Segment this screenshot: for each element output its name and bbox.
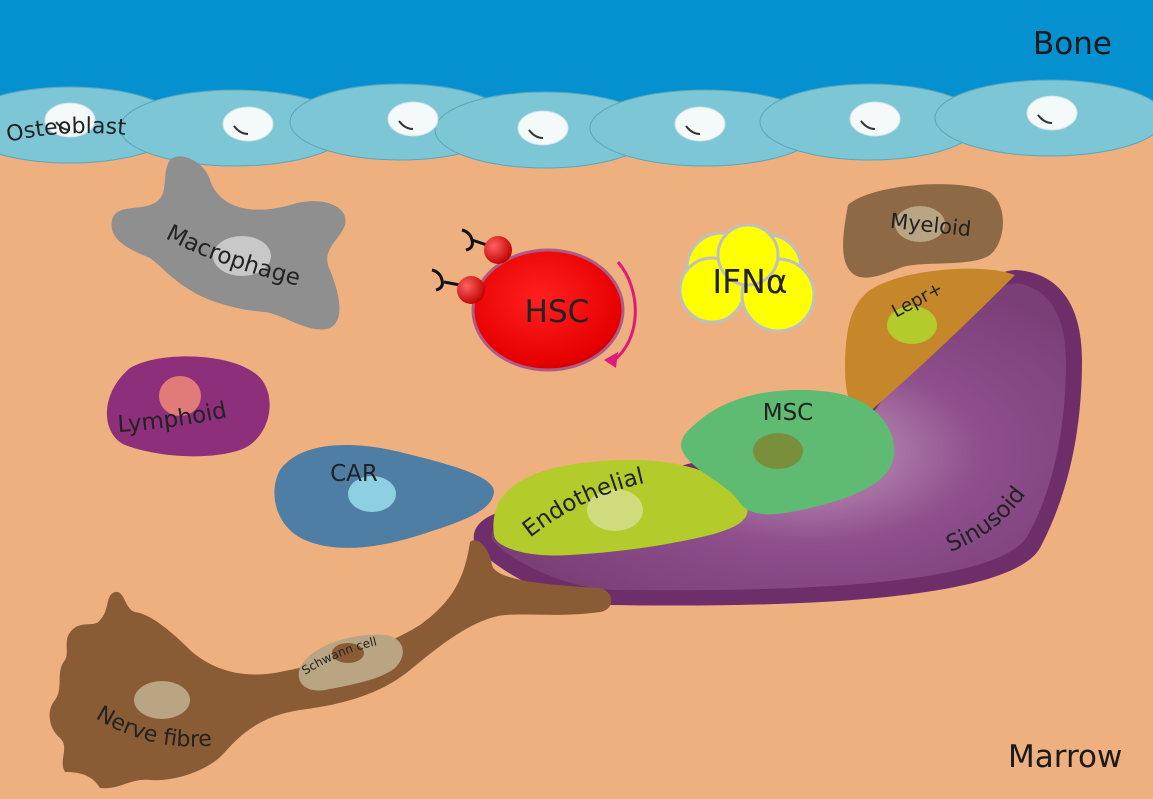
- car-cell: [274, 445, 495, 548]
- msc-label: MSC: [763, 400, 814, 426]
- endothelial-cell: [493, 459, 748, 556]
- hsc-cell: [431, 228, 637, 372]
- schwann-nucleus: [332, 643, 364, 663]
- nerve-nucleus: [134, 681, 190, 719]
- car-nucleus: [348, 476, 396, 512]
- bone-label: Bone: [1033, 26, 1112, 62]
- receptor-2: [431, 268, 485, 304]
- myeloid-nucleus: [895, 206, 945, 242]
- endothelial-nucleus: [587, 489, 643, 531]
- self-renewal-arrow: [611, 261, 637, 364]
- macrophage-cell: [111, 156, 346, 330]
- receptor-1: [461, 228, 512, 264]
- schwann-cell: [298, 634, 403, 691]
- ifn-cluster: [678, 223, 816, 333]
- self-renewal-arrowhead: [604, 352, 618, 368]
- lymphoid-nucleus: [159, 376, 201, 416]
- myeloid-cell: [843, 184, 1003, 278]
- lepr-cell: [845, 268, 1015, 420]
- lepr-nucleus: [887, 306, 937, 344]
- car-label: CAR: [330, 461, 378, 487]
- macrophage-nucleus: [213, 236, 271, 276]
- msc-cell: [681, 389, 895, 515]
- msc-nucleus: [753, 433, 803, 469]
- lymphoid-cell: [106, 356, 270, 457]
- osteoblast-nuclei: [44, 95, 1078, 146]
- marrow-label: Marrow: [1008, 739, 1122, 775]
- osteoblast-layer: [0, 79, 1153, 169]
- hsc-label: HSC: [525, 294, 590, 330]
- ifn-label: IFNα: [712, 262, 787, 301]
